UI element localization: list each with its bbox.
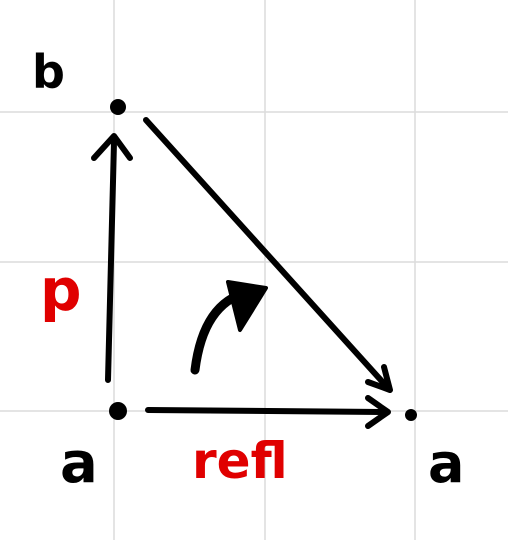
edge-label-vertical: p	[40, 256, 82, 324]
edge-vertical-arrow	[105, 139, 117, 383]
edge-horizontal-arrowhead	[365, 395, 391, 429]
edge-label-horizontal: refl	[192, 432, 288, 490]
node-dot-bottom-right	[405, 409, 417, 421]
edge-horizontal-arrow	[145, 407, 388, 415]
node-label-bottom-left: a	[60, 431, 98, 496]
edge-diagonal-arrowhead	[365, 364, 393, 393]
node-label-top-left: b	[32, 45, 65, 99]
node-dot-bottom-left	[109, 402, 127, 420]
node-dot-top-left	[110, 99, 126, 115]
edge-diagonal-arrow	[143, 117, 391, 391]
commute-curved-arrowhead	[226, 280, 268, 332]
edge-vertical-arrowhead	[91, 133, 133, 161]
node-label-bottom-right: a	[428, 432, 464, 495]
